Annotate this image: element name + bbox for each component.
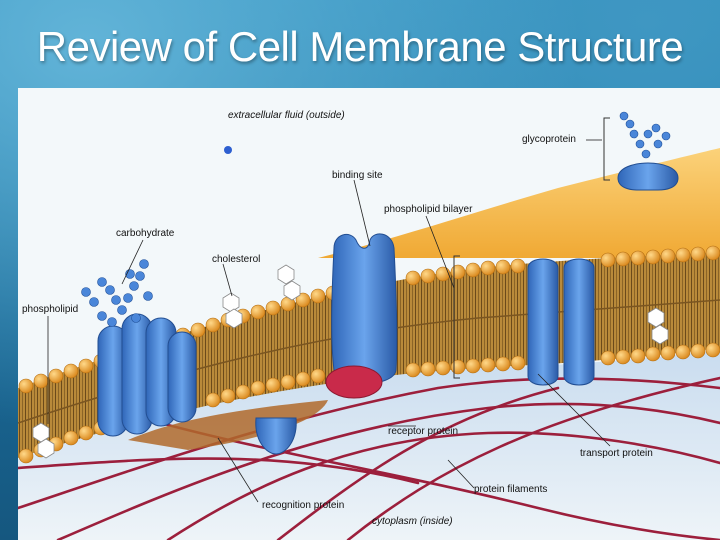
transport-protein-shape [527, 258, 595, 386]
label-carbohydrate: carbohydrate [116, 228, 175, 239]
label-extracellular: extracellular fluid (outside) [228, 110, 345, 121]
label-recognition-protein: recognition protein [262, 500, 345, 511]
cholesterol-molecules [32, 264, 669, 459]
glycoprotein-shape [617, 162, 679, 191]
bilayer-bracket [453, 255, 460, 379]
label-phospholipid: phospholipid [22, 304, 79, 315]
membrane-illustration [18, 88, 720, 540]
label-binding-site: binding site [332, 170, 383, 181]
recognition-protein [97, 313, 197, 437]
label-transport-protein: transport protein [580, 448, 653, 459]
cytoskeleton-attachment [128, 400, 328, 450]
cell-membrane-diagram: extracellular fluid (outside) glycoprote… [18, 88, 720, 540]
label-protein-filaments: protein filaments [474, 484, 548, 495]
carbohydrate-chains [81, 259, 153, 327]
glycoprotein-bracket [603, 117, 610, 181]
bilayer-bottom-heads [18, 342, 720, 464]
inner-peripheral-protein [325, 365, 383, 399]
signal-molecule [224, 146, 232, 154]
label-receptor-protein: receptor protein [388, 426, 459, 437]
leader-lines [47, 139, 611, 503]
label-cytoplasm: cytoplasm (inside) [372, 516, 453, 527]
receptor-protein-shape [331, 233, 398, 384]
slide-title: Review of Cell Membrane Structure [36, 23, 684, 70]
label-cholesterol: cholesterol [212, 254, 261, 265]
label-glycoprotein: glycoprotein [522, 134, 576, 145]
peripheral-protein [255, 417, 297, 455]
label-phospholipid-bilayer: phospholipid bilayer [384, 204, 473, 215]
glycoprotein-carbohydrate-chain [619, 111, 671, 159]
